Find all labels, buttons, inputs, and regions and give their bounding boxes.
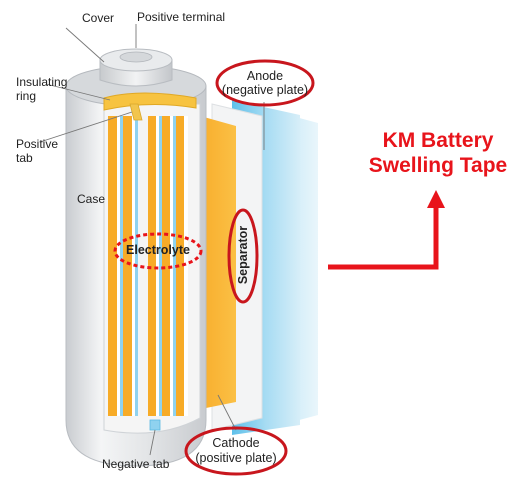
insulating-ring-label-1: Insulating bbox=[16, 75, 68, 89]
negative-tab-strip bbox=[149, 419, 161, 431]
leader-lines bbox=[39, 24, 265, 456]
separator-label: Separator bbox=[236, 225, 250, 285]
separator-callout bbox=[227, 208, 259, 304]
terminal-nub bbox=[119, 51, 153, 63]
insulating-ring-label-2: ring bbox=[16, 89, 37, 103]
case-label: Case bbox=[77, 192, 106, 206]
anode-label-1: Anode bbox=[246, 69, 284, 83]
positive-tab-label-1: Positive bbox=[16, 137, 59, 151]
anode-label-2: (negative plate) bbox=[221, 83, 309, 97]
cathode-callout bbox=[184, 426, 288, 476]
positive-terminal-label: Positive terminal bbox=[137, 10, 226, 24]
electrolyte-callout bbox=[113, 232, 203, 270]
red-arrow-head bbox=[427, 190, 445, 208]
cathode-label-2: (positive plate) bbox=[195, 451, 277, 465]
negative-tab-label: Negative tab bbox=[102, 457, 170, 471]
positive-tab-label-2: tab bbox=[16, 151, 33, 165]
electrolyte-label: Electrolyte bbox=[126, 243, 190, 257]
cathode-label-1: Cathode bbox=[212, 436, 260, 450]
positive-tab-strip bbox=[129, 103, 143, 121]
red-arrow-line bbox=[328, 206, 439, 270]
cover-label: Cover bbox=[82, 11, 115, 25]
title-line-1: KM Battery bbox=[382, 129, 494, 152]
title-line-2: Swelling Tape bbox=[368, 154, 508, 177]
insulating-ring bbox=[103, 92, 197, 111]
anode-callout bbox=[215, 59, 315, 107]
